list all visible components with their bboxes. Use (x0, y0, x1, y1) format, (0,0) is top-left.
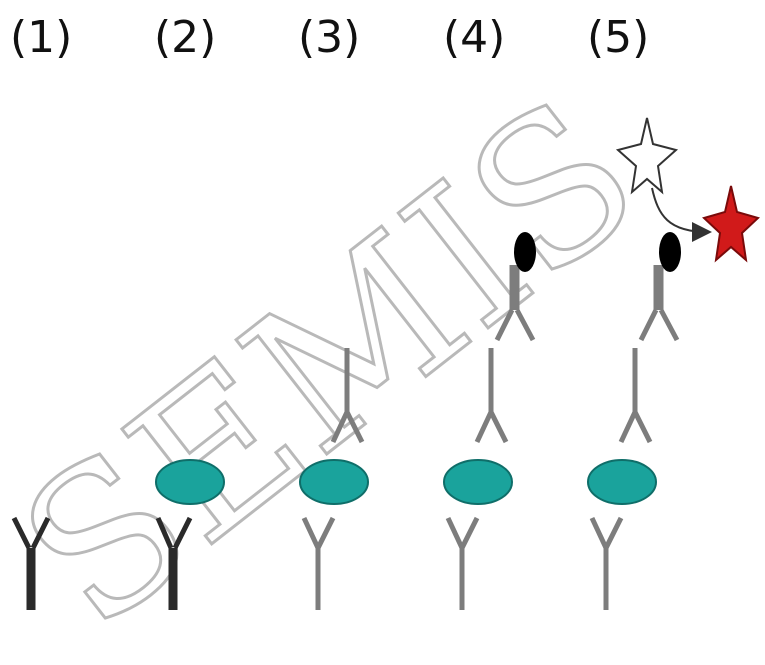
antigen-icon (443, 459, 513, 505)
step-label-2: (2) (154, 12, 216, 63)
capture-antibody-icon (301, 516, 336, 610)
secondary-antibody-icon (638, 265, 680, 342)
detection-antibody-icon (474, 348, 509, 444)
enzyme-label-icon (659, 232, 681, 272)
step-label-4: (4) (443, 12, 505, 63)
capture-antibody-icon (155, 516, 193, 610)
capture-antibody-icon (11, 516, 51, 610)
reaction-arrow-icon (651, 187, 712, 242)
detection-antibody-icon (330, 348, 365, 444)
capture-antibody-icon (589, 516, 624, 610)
step-label-1: (1) (10, 12, 72, 63)
product-star-icon (702, 185, 760, 263)
step-label-5: (5) (587, 12, 649, 63)
antigen-icon (587, 459, 657, 505)
antigen-icon (299, 459, 369, 505)
detection-antibody-icon (618, 348, 653, 444)
substrate-star-icon (615, 117, 679, 195)
capture-antibody-icon (445, 516, 480, 610)
step-label-3: (3) (298, 12, 360, 63)
enzyme-label-icon (514, 232, 536, 272)
antigen-icon (155, 459, 225, 505)
watermark-text: SEMIS (0, 56, 679, 665)
secondary-antibody-icon (494, 265, 536, 342)
